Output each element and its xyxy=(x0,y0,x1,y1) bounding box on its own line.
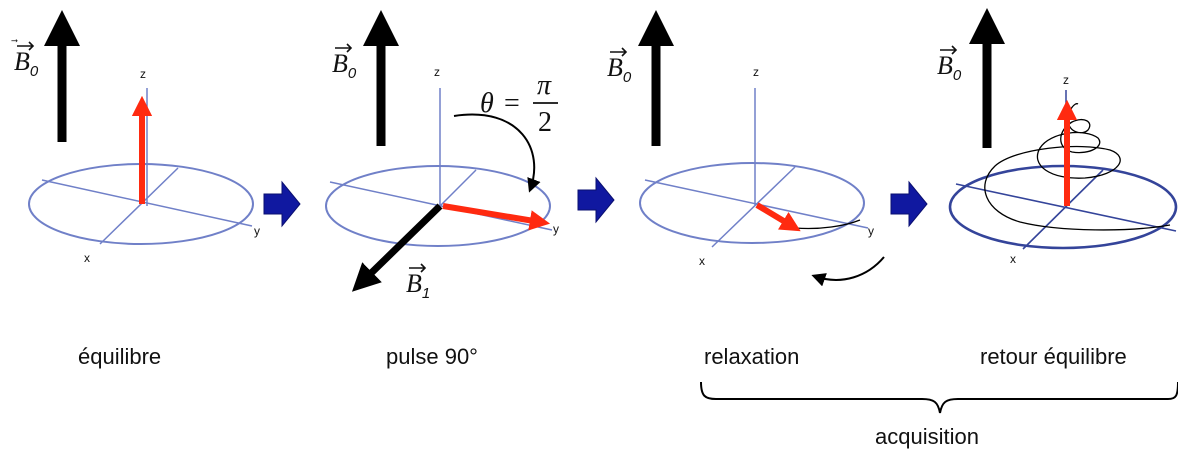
x-axis-label: x xyxy=(84,251,90,265)
spiral-trace xyxy=(984,103,1171,231)
z-axis-label: z xyxy=(1063,73,1069,87)
x-axis xyxy=(711,166,796,248)
b0-vector-arrow xyxy=(335,43,353,53)
magnetization-vector xyxy=(442,203,551,231)
y-axis-label: y xyxy=(868,224,874,238)
y-axis xyxy=(41,179,253,227)
caption-return-equilibrium: retour équilibre xyxy=(980,344,1127,369)
precession-direction-arrow xyxy=(811,256,885,287)
b0-label: B0 xyxy=(332,49,357,82)
b0-label: B0 xyxy=(14,47,39,80)
flip-angle-denominator: 2 xyxy=(538,107,552,138)
panel-pulse: B0 z y B1 θ = π 2 xyxy=(325,10,559,302)
caption-acquisition: acquisition xyxy=(875,424,979,449)
flip-angle-theta: θ xyxy=(480,88,494,119)
b1-vector-arrow xyxy=(409,263,427,273)
flip-angle-equals: = xyxy=(504,88,520,119)
step-arrow-3 xyxy=(890,180,928,228)
step-arrow-2 xyxy=(577,176,615,224)
caption-pulse: pulse 90° xyxy=(386,344,478,369)
step-arrow-1 xyxy=(263,180,301,228)
panel-return-equilibrium: B0 z x xyxy=(937,8,1178,266)
b1-arrow xyxy=(351,203,443,292)
magnetization-vector xyxy=(755,202,801,232)
y-axis-label: y xyxy=(254,224,260,238)
x-axis xyxy=(1022,169,1104,250)
z-axis-label: z xyxy=(434,65,440,79)
rotation-arrow xyxy=(453,113,541,193)
b0-vector-arrow xyxy=(940,45,958,55)
x-axis-label: x xyxy=(699,254,705,268)
flip-angle-numerator: π xyxy=(537,70,552,101)
z-axis-label: z xyxy=(140,67,146,81)
xy-plane xyxy=(325,165,551,247)
xy-plane xyxy=(639,162,865,244)
acquisition-brace xyxy=(700,381,1178,414)
panel-relaxation: B0 z y x xyxy=(607,10,885,287)
b0-label: B0 xyxy=(607,53,632,86)
x-axis-label: x xyxy=(1010,252,1016,266)
b1-label: B1 xyxy=(406,269,430,302)
b0-vector-arrow xyxy=(610,47,628,57)
y-axis-label: y xyxy=(553,222,559,236)
b0-vector-mark: ⃗ xyxy=(11,39,18,43)
b0-vector-arrow xyxy=(17,41,35,51)
x-axis xyxy=(439,169,477,207)
panel-equilibrium: B0 ⃗ z y x xyxy=(11,10,260,265)
caption-relaxation: relaxation xyxy=(704,344,800,369)
z-axis-label: z xyxy=(753,65,759,79)
precession-trace xyxy=(794,219,861,230)
b0-label: B0 xyxy=(937,51,962,84)
x-axis xyxy=(99,167,179,245)
xy-plane xyxy=(948,164,1178,250)
caption-equilibrium: équilibre xyxy=(78,344,162,369)
